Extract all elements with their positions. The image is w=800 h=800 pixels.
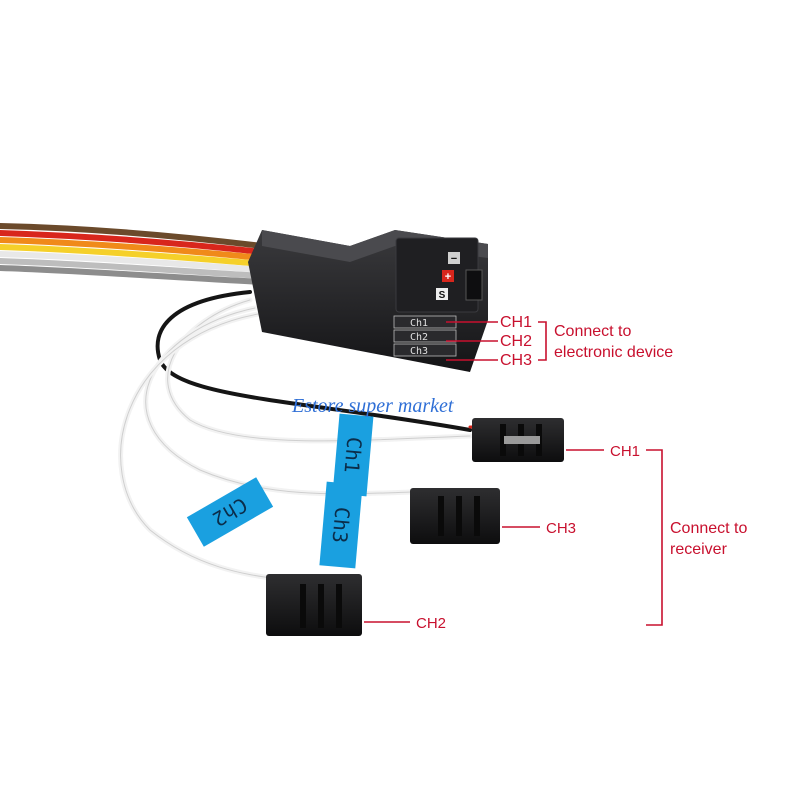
receiver-callout-ch2: CH2 — [416, 615, 446, 632]
device-port-label-ch2: Ch2 — [410, 332, 428, 343]
device-callout-ch3: CH3 — [500, 352, 532, 369]
receiver-callout-ch3: CH3 — [546, 520, 576, 537]
receiver-note-line1: Connect to — [670, 520, 747, 537]
tag-ch3-label: Ch3 — [327, 506, 354, 544]
device-note-line2: electronic device — [554, 344, 673, 361]
tag-ch2: Ch2 — [186, 477, 274, 547]
receiver-note-line2: receiver — [670, 541, 728, 558]
output-wires — [118, 290, 480, 583]
ribbon-cable — [0, 223, 265, 285]
tag-ch3: Ch3 — [319, 481, 363, 569]
watermark-text: Estore super market — [291, 395, 454, 417]
device-port-label-ch3: Ch3 — [410, 346, 428, 357]
minus-pin-marker — [448, 252, 460, 264]
receiver-callout-ch1: CH1 — [610, 443, 640, 460]
tag-ch1-label: Ch1 — [339, 436, 366, 474]
plug-ch1 — [472, 418, 564, 462]
plug-ch3 — [410, 488, 500, 544]
device-port-label-ch1: Ch1 — [410, 318, 428, 329]
splitter-device: S + − Ch1 Ch2 Ch3 — [248, 230, 488, 372]
plus-pin-label: + — [445, 271, 451, 283]
tag-ch1: Ch1 — [332, 413, 374, 497]
plug-ch2 — [266, 574, 362, 636]
device-port-labels: Ch1 Ch2 Ch3 — [393, 315, 457, 357]
signal-pin-marker — [436, 288, 448, 300]
receiver-callouts — [364, 449, 663, 626]
device-callout-ch2: CH2 — [500, 333, 532, 350]
device-callouts — [446, 321, 547, 361]
plus-pin-marker — [442, 270, 454, 282]
device-callout-ch1: CH1 — [500, 314, 532, 331]
device-note-line1: Connect to — [554, 323, 631, 340]
minus-pin-label: − — [451, 253, 457, 265]
signal-pin-label: S — [439, 290, 446, 301]
